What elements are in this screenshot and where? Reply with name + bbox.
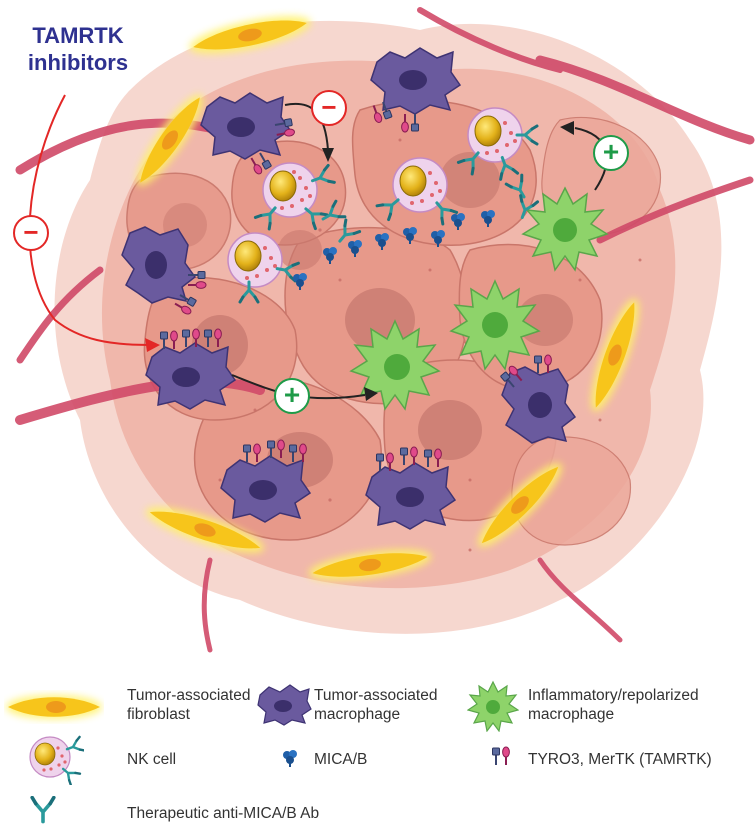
title-line-2: inhibitors xyxy=(27,50,129,75)
inhibitor-arrow xyxy=(28,94,151,346)
fibroblast xyxy=(145,507,265,553)
tam-cell xyxy=(145,328,237,410)
tamrtk-inhibitors-title: TAMRTK inhibitors xyxy=(8,22,148,76)
legend-antibody-label: Therapeutic anti-MICA/B Ab xyxy=(127,805,320,822)
nk-cell-icon xyxy=(29,735,84,785)
inflammatory-macrophage xyxy=(449,279,541,371)
fibroblast xyxy=(591,298,639,412)
tumor-microenvironment-diagram xyxy=(15,7,755,653)
inflammatory-macrophage-icon xyxy=(467,680,519,732)
legend-inflammatory-label: Inflammatory/repolarized macrophage xyxy=(528,687,699,723)
legend-tamrtk-label: TYRO3, MerTK (TAMRTK) xyxy=(528,751,712,768)
nk-cell xyxy=(456,107,539,181)
minus-sign-left: − xyxy=(13,215,49,251)
antibody-icon xyxy=(30,796,56,824)
tam-icon xyxy=(257,684,312,726)
inflammatory-macrophage xyxy=(521,186,609,272)
plus-sign-center: + xyxy=(274,378,310,414)
title-line-1: TAMRTK xyxy=(32,23,124,48)
inflammatory-macrophage xyxy=(349,319,441,411)
legend-nk-label: NK cell xyxy=(127,751,177,768)
legend-tam-label: Tumor-associated macrophage xyxy=(314,687,438,723)
fibroblast xyxy=(477,462,563,548)
tam-cell xyxy=(200,92,297,177)
tam-cell xyxy=(369,47,462,133)
tumor-associated-macrophages xyxy=(121,47,577,530)
receptor-icon xyxy=(491,746,511,766)
nk-cells xyxy=(227,107,539,304)
plus-sign-right: + xyxy=(593,135,629,171)
mica-icon xyxy=(282,749,298,768)
minus-sign-top: − xyxy=(311,90,347,126)
inflammatory-macrophages xyxy=(349,186,609,411)
fibroblasts xyxy=(136,16,639,581)
legend-fibroblast-label: Tumor-associated fibroblast xyxy=(127,687,251,723)
tam-cell xyxy=(121,226,207,317)
blood-vessels xyxy=(15,7,755,653)
nk-cell xyxy=(227,232,300,304)
fibroblast-icon xyxy=(6,695,102,719)
fibroblast xyxy=(136,94,204,186)
fibroblast xyxy=(189,16,311,54)
nk-cell xyxy=(375,157,459,226)
tam-cell xyxy=(365,446,457,530)
tam-cell xyxy=(498,354,577,444)
fibroblast xyxy=(308,549,432,581)
tam-cell xyxy=(220,439,312,523)
nk-cell xyxy=(253,162,336,231)
legend-mica-label: MICA/B xyxy=(314,751,368,768)
